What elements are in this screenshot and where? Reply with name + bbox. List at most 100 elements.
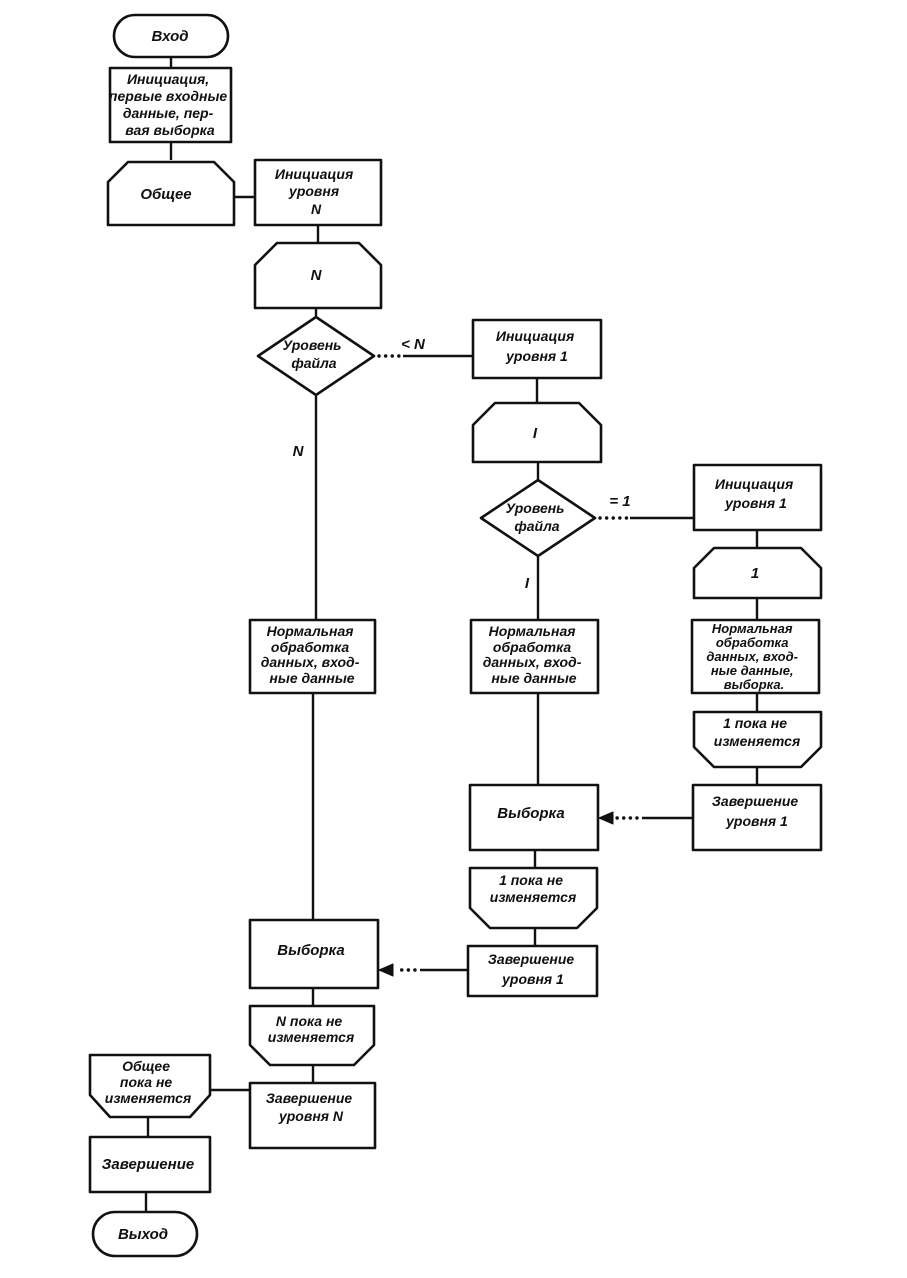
exit-terminal-shape (91, 1210, 199, 1258)
init-level-n-shape (253, 158, 383, 227)
decision-2-shape (479, 478, 597, 558)
finish-label: Завершение (102, 1156, 194, 1173)
completion-1: Завершение уровня 1 (691, 783, 823, 852)
general-loop-end-shape (88, 1053, 212, 1119)
completion-i-shape (466, 944, 599, 998)
selection-i: Выборка (468, 783, 600, 852)
decision-2-line: Уровень (506, 500, 565, 516)
init-level-1-line: Инициация (715, 476, 793, 492)
loop-end-i-text: 1 пока не изменяется (490, 872, 576, 905)
loop-end-n-line: N пока не (276, 1013, 343, 1029)
processing-i-line: Нормальная (489, 623, 576, 639)
init-first-line: Инициация, (127, 71, 209, 87)
general-loop-end: Общее пока не изменяется (88, 1053, 212, 1119)
init-level-i-line: уровня 1 (505, 348, 568, 364)
loop-end-n-line: изменяется (268, 1029, 354, 1045)
init-level-1: Инициация уровня 1 (692, 463, 823, 532)
completion-i-line: уровня 1 (501, 971, 564, 987)
selection-n-label: Выборка (277, 942, 344, 959)
loop-end-i-line: 1 пока не (499, 872, 563, 888)
init-first-line: первые входные (109, 88, 227, 104)
completion-1-line: уровня 1 (725, 813, 788, 829)
processing-n-line: данных, вход- (261, 654, 360, 670)
completion-i: Завершение уровня 1 (466, 944, 599, 998)
processing-i-shape (469, 618, 600, 695)
connectors (144, 57, 759, 1212)
general-loop-end-line: пока не (120, 1074, 173, 1090)
loop-end-n-shape (248, 1004, 376, 1067)
init-first-block: Инициация, первые входные данные, пер- в… (108, 66, 233, 144)
finish-block: Завершение (88, 1135, 212, 1194)
init-level-n-line: уровня (288, 183, 339, 199)
edge-label-equals-1: = 1 (609, 493, 630, 510)
processing-i: Нормальная обработка данных, вход- ные д… (469, 618, 600, 695)
decision-1-line: Уровень (283, 337, 342, 353)
completion-1-shape (691, 783, 823, 852)
processing-1-text: Нормальная обработка данных, вход- ные д… (706, 621, 801, 692)
loop-end-n: N пока не изменяется (248, 1004, 376, 1067)
loop-start-1: 1 (692, 546, 823, 600)
decision-2-text: Уровень файла (506, 500, 569, 534)
loop-start-i-shape (471, 401, 603, 464)
processing-n-text: Нормальная обработка данных, вход- ные д… (261, 623, 364, 686)
loop-end-1: 1 пока не изменяется (692, 710, 823, 769)
loop-start-1-label: 1 (751, 565, 759, 582)
decision-1-shape (256, 315, 376, 397)
processing-1-line: ные данные, (711, 663, 794, 678)
loop-end-i-line: изменяется (490, 889, 576, 905)
start-terminal-shape (112, 13, 230, 59)
completion-n-text: Завершение уровня N (266, 1090, 356, 1124)
completion-n-shape (248, 1081, 377, 1150)
processing-n-line: Нормальная (267, 623, 354, 639)
processing-1-shape (690, 618, 821, 695)
processing-1-line: данных, вход- (706, 649, 798, 664)
general-loop-start-label: Общее (140, 186, 191, 203)
processing-n-shape (248, 618, 377, 695)
branch-label-i: I (525, 575, 530, 592)
init-level-i-shape (471, 318, 603, 380)
completion-n-line: Завершение (266, 1090, 352, 1106)
processing-n-line: ные данные (269, 670, 354, 686)
processing-n-line: обработка (271, 639, 349, 655)
loop-end-i: 1 пока не изменяется (468, 866, 599, 930)
decision-1-line: файла (291, 355, 336, 371)
processing-1-line: обработка (716, 635, 789, 650)
loop-start-i: I (471, 401, 603, 464)
loop-end-1-text: 1 пока не изменяется (714, 715, 800, 749)
loop-end-1-shape (692, 710, 823, 769)
init-level-n: Инициация уровня N (253, 158, 383, 227)
init-level-1-shape (692, 463, 823, 532)
selection-i-shape (468, 783, 600, 852)
completion-1-line: Завершение (712, 793, 798, 809)
init-level-n-line: Инициация (275, 166, 353, 182)
general-loop-end-line: Общее (122, 1058, 170, 1074)
general-loop-end-text: Общее пока не изменяется (105, 1058, 191, 1106)
completion-n-line: уровня N (278, 1108, 344, 1124)
init-level-1-line: уровня 1 (724, 495, 787, 511)
init-first-line: данные, пер- (123, 105, 214, 121)
processing-1-line: Нормальная (712, 621, 793, 636)
start-label: Вход (151, 28, 188, 45)
selection-n-shape (248, 918, 380, 990)
init-first-text: Инициация, первые входные данные, пер- в… (109, 71, 231, 138)
decision-1: Уровень файла (256, 315, 376, 397)
edge-label-less-than-n: < N (401, 336, 426, 353)
processing-i-line: данных, вход- (483, 654, 582, 670)
processing-i-line: ные данные (491, 670, 576, 686)
loop-end-i-shape (468, 866, 599, 930)
completion-1-text: Завершение уровня 1 (712, 793, 802, 829)
loop-end-n-text: N пока не изменяется (268, 1013, 354, 1045)
selection-i-label: Выборка (497, 805, 564, 822)
loop-start-n: N (253, 241, 383, 310)
arrowhead-selection-n (378, 963, 394, 977)
branch-label-n: N (293, 443, 305, 460)
completion-n: Завершение уровня N (248, 1081, 377, 1150)
completion-i-text: Завершение уровня 1 (488, 951, 578, 987)
init-level-i-text: Инициация уровня 1 (496, 328, 578, 364)
arrowhead-selection-i (598, 811, 614, 825)
processing-i-line: обработка (493, 639, 571, 655)
loop-start-1-shape (692, 546, 823, 600)
completion-i-line: Завершение (488, 951, 574, 967)
loop-start-i-label: I (533, 425, 538, 442)
